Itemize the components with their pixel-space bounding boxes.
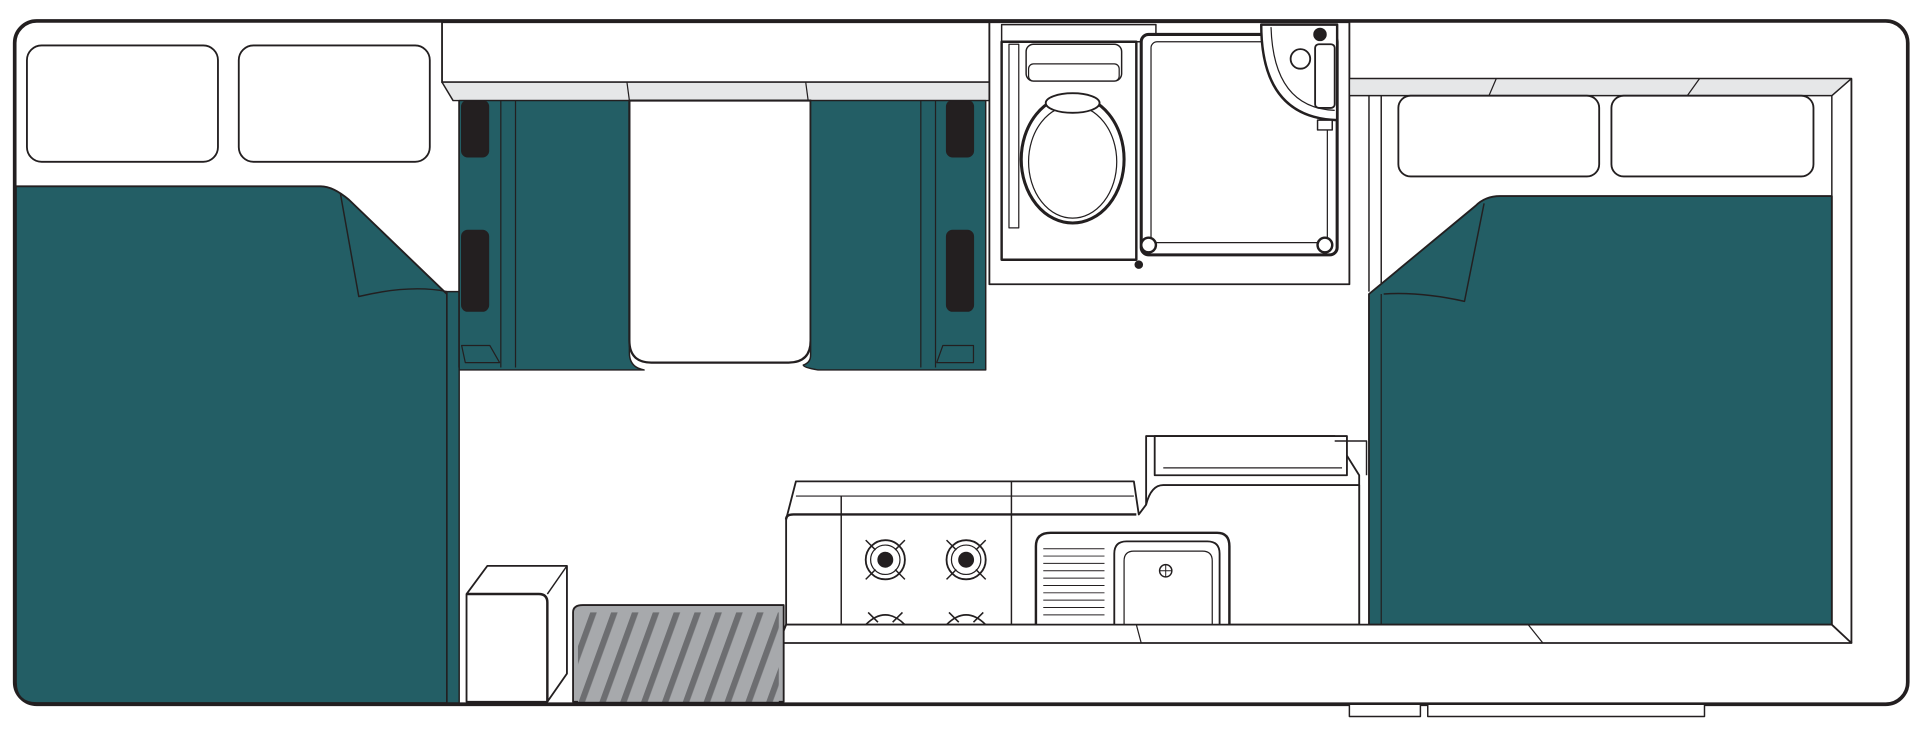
pillow bbox=[1397, 94, 1601, 178]
backrest-cushion bbox=[461, 229, 490, 312]
backrest-cushion bbox=[945, 229, 975, 312]
seat-right bbox=[802, 99, 987, 371]
bed-mattress bbox=[1368, 195, 1833, 626]
bin-icon bbox=[465, 564, 568, 703]
backrest-cushion bbox=[461, 99, 490, 158]
rear-double-bed bbox=[15, 44, 460, 704]
cabinet-ledge bbox=[441, 81, 991, 102]
cabinet-ledge bbox=[1348, 77, 1853, 97]
pillow bbox=[1610, 94, 1815, 178]
bathroom bbox=[988, 21, 1351, 286]
stove-icon bbox=[864, 539, 987, 626]
counter-ledge bbox=[777, 623, 1853, 644]
step-outline bbox=[1348, 703, 1422, 718]
overhead-cabinet bbox=[441, 21, 991, 84]
front-double-bed bbox=[1368, 94, 1833, 626]
pillow bbox=[26, 44, 219, 163]
step-outline bbox=[1427, 703, 1706, 718]
seat-left bbox=[458, 99, 645, 371]
ledge-divider bbox=[626, 82, 630, 101]
bed-mattress bbox=[15, 185, 448, 704]
step-mat-icon bbox=[572, 604, 785, 703]
toilet-icon bbox=[1019, 43, 1126, 225]
sink-icon bbox=[1034, 531, 1231, 625]
pillow bbox=[237, 44, 431, 163]
bed-fold bbox=[1383, 203, 1485, 303]
shower-drain bbox=[1316, 236, 1334, 254]
backrest-cushion bbox=[945, 99, 975, 158]
ledge-divider bbox=[805, 82, 809, 101]
dinette-table bbox=[628, 99, 812, 364]
bed-side bbox=[446, 290, 460, 704]
shower-icon bbox=[1260, 23, 1339, 131]
kitchen-bench bbox=[777, 480, 1853, 705]
shower-drain bbox=[1140, 236, 1158, 254]
bed-fold bbox=[339, 193, 448, 298]
dinette bbox=[458, 99, 987, 371]
